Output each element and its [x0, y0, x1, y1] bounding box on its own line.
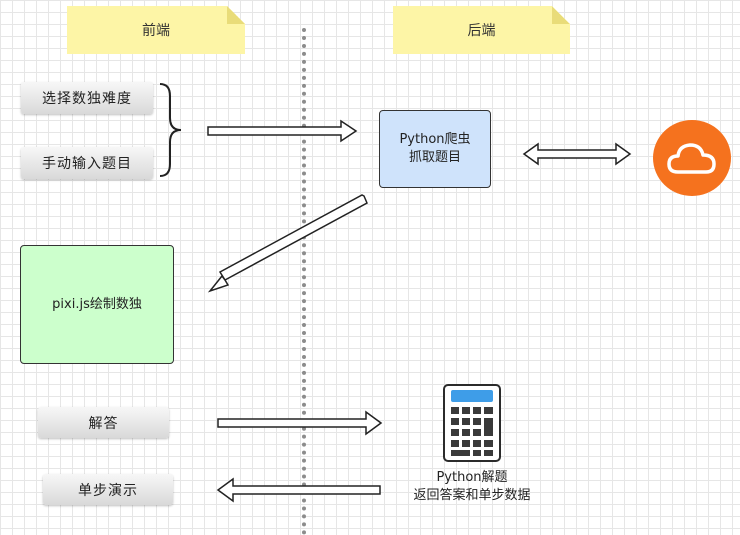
pixi-draw-box: pixi.js绘制数独 [20, 245, 174, 364]
arrow-to-step-demo [216, 477, 381, 503]
cloud-shape [667, 143, 716, 174]
frontend-note-label: 前端 [142, 23, 170, 39]
solve-button[interactable]: 解答 [38, 407, 169, 438]
solver-line2: 返回答案和单步数据 [413, 488, 531, 503]
frontend-backend-divider [302, 28, 306, 535]
crawler-line1: Python爬虫 [399, 132, 471, 147]
manual-input-button[interactable]: 手动输入题目 [21, 147, 153, 179]
grouping-brace [159, 83, 182, 177]
double-arrow-cloud [522, 142, 632, 166]
solver-line1: Python解题 [436, 470, 508, 485]
arrow-to-crawler [207, 119, 358, 143]
step-demo-label: 单步演示 [78, 482, 138, 499]
manual-input-label: 手动输入题目 [42, 156, 132, 172]
step-demo-button[interactable]: 单步演示 [43, 474, 173, 505]
calculator-icon [443, 384, 501, 462]
crawler-line2: 抓取题目 [408, 150, 461, 165]
solver-caption: Python解题 返回答案和单步数据 [392, 469, 552, 505]
select-difficulty-button[interactable]: 选择数独难度 [21, 82, 153, 114]
solve-label: 解答 [88, 415, 119, 432]
frontend-note: 前端 [67, 6, 245, 54]
pixi-draw-label: pixi.js绘制数独 [52, 296, 142, 312]
backend-note-label: 后端 [467, 23, 496, 39]
arrow-to-solver [217, 410, 383, 436]
select-difficulty-label: 选择数独难度 [42, 91, 132, 107]
cloud-icon [653, 120, 731, 196]
arrow-to-drawing [207, 194, 368, 293]
crawler-box: Python爬虫 抓取题目 [379, 110, 491, 188]
